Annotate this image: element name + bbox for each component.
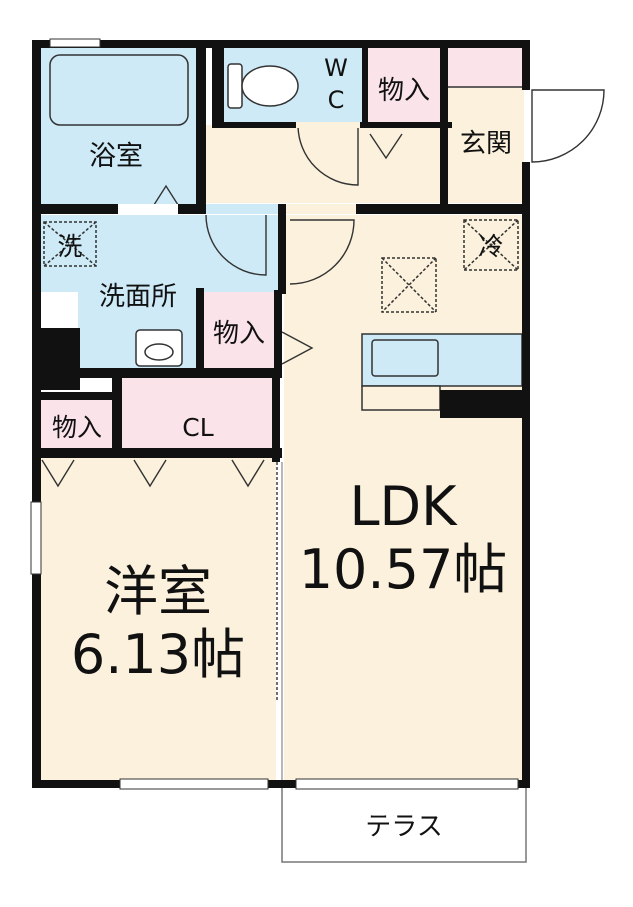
bathtub-icon bbox=[49, 54, 189, 126]
fridge-label: 冷 bbox=[478, 232, 503, 261]
room-labels: 浴室 W C 物入 玄関 洗 洗面所 物入 冷 物入 CL LDK 10.57帖… bbox=[52, 54, 512, 842]
ceiling-vent-icon bbox=[381, 257, 437, 313]
entrance-floor-fill bbox=[446, 87, 524, 203]
washroom-door-swing bbox=[205, 214, 267, 276]
storage-wc-fill bbox=[366, 47, 446, 125]
bath-window bbox=[49, 38, 101, 48]
bedroom-size-label: 6.13帖 bbox=[71, 623, 245, 686]
wc-doorway bbox=[296, 122, 360, 128]
bath-door-marker bbox=[151, 184, 181, 209]
fridge-space-icon bbox=[463, 219, 519, 271]
ldk-fill bbox=[284, 215, 524, 780]
side-window bbox=[30, 501, 42, 575]
storage-wc-label: 物入 bbox=[378, 76, 430, 106]
closet-door-marker-1 bbox=[41, 459, 75, 488]
storage-wc-door-marker bbox=[369, 133, 403, 160]
closet-door-marker-2 bbox=[133, 459, 167, 488]
closet-label: CL bbox=[182, 413, 213, 442]
entrance-label: 玄関 bbox=[460, 129, 512, 159]
ldk-size-label: 10.57帖 bbox=[299, 538, 508, 601]
storage-washroom-fill bbox=[202, 292, 278, 370]
closet-door-marker-3 bbox=[231, 459, 265, 488]
storage-bedroom-fill bbox=[40, 398, 116, 450]
bedroom-window bbox=[119, 778, 269, 790]
ldk-name-label: LDK bbox=[349, 475, 458, 538]
windows bbox=[30, 38, 519, 790]
washroom-doorway bbox=[206, 204, 278, 214]
ldk-window bbox=[295, 778, 519, 790]
entrance-fill bbox=[446, 47, 524, 87]
closet-fill bbox=[120, 378, 278, 450]
washing-machine-icon bbox=[43, 221, 97, 267]
kitchen-counter-icon bbox=[361, 333, 523, 411]
ldk-door-swing bbox=[289, 219, 355, 285]
washroom-label: 洗面所 bbox=[99, 282, 177, 312]
bedroom-fill bbox=[40, 456, 276, 780]
hall-fill bbox=[204, 125, 446, 203]
storage-washroom-door-marker bbox=[281, 331, 314, 365]
terrace-label: テラス bbox=[365, 812, 442, 842]
storage-washroom-label: 物入 bbox=[213, 319, 265, 349]
toilet-icon bbox=[227, 63, 299, 109]
ldk-doorway bbox=[286, 204, 356, 214]
doors bbox=[41, 89, 605, 780]
sink-icon bbox=[135, 329, 183, 367]
storage-bedroom-label: 物入 bbox=[52, 413, 102, 442]
entrance-door-swing bbox=[531, 89, 605, 163]
washroom-fill bbox=[40, 215, 278, 292]
fixtures bbox=[43, 54, 527, 863]
bath-doorway bbox=[118, 204, 178, 214]
bath-label: 浴室 bbox=[89, 141, 143, 172]
washer-label: 洗 bbox=[57, 232, 82, 261]
wc-label-c: C bbox=[328, 86, 345, 114]
wc-label-w: W bbox=[324, 54, 348, 82]
bedroom-name-label: 洋室 bbox=[104, 560, 212, 623]
